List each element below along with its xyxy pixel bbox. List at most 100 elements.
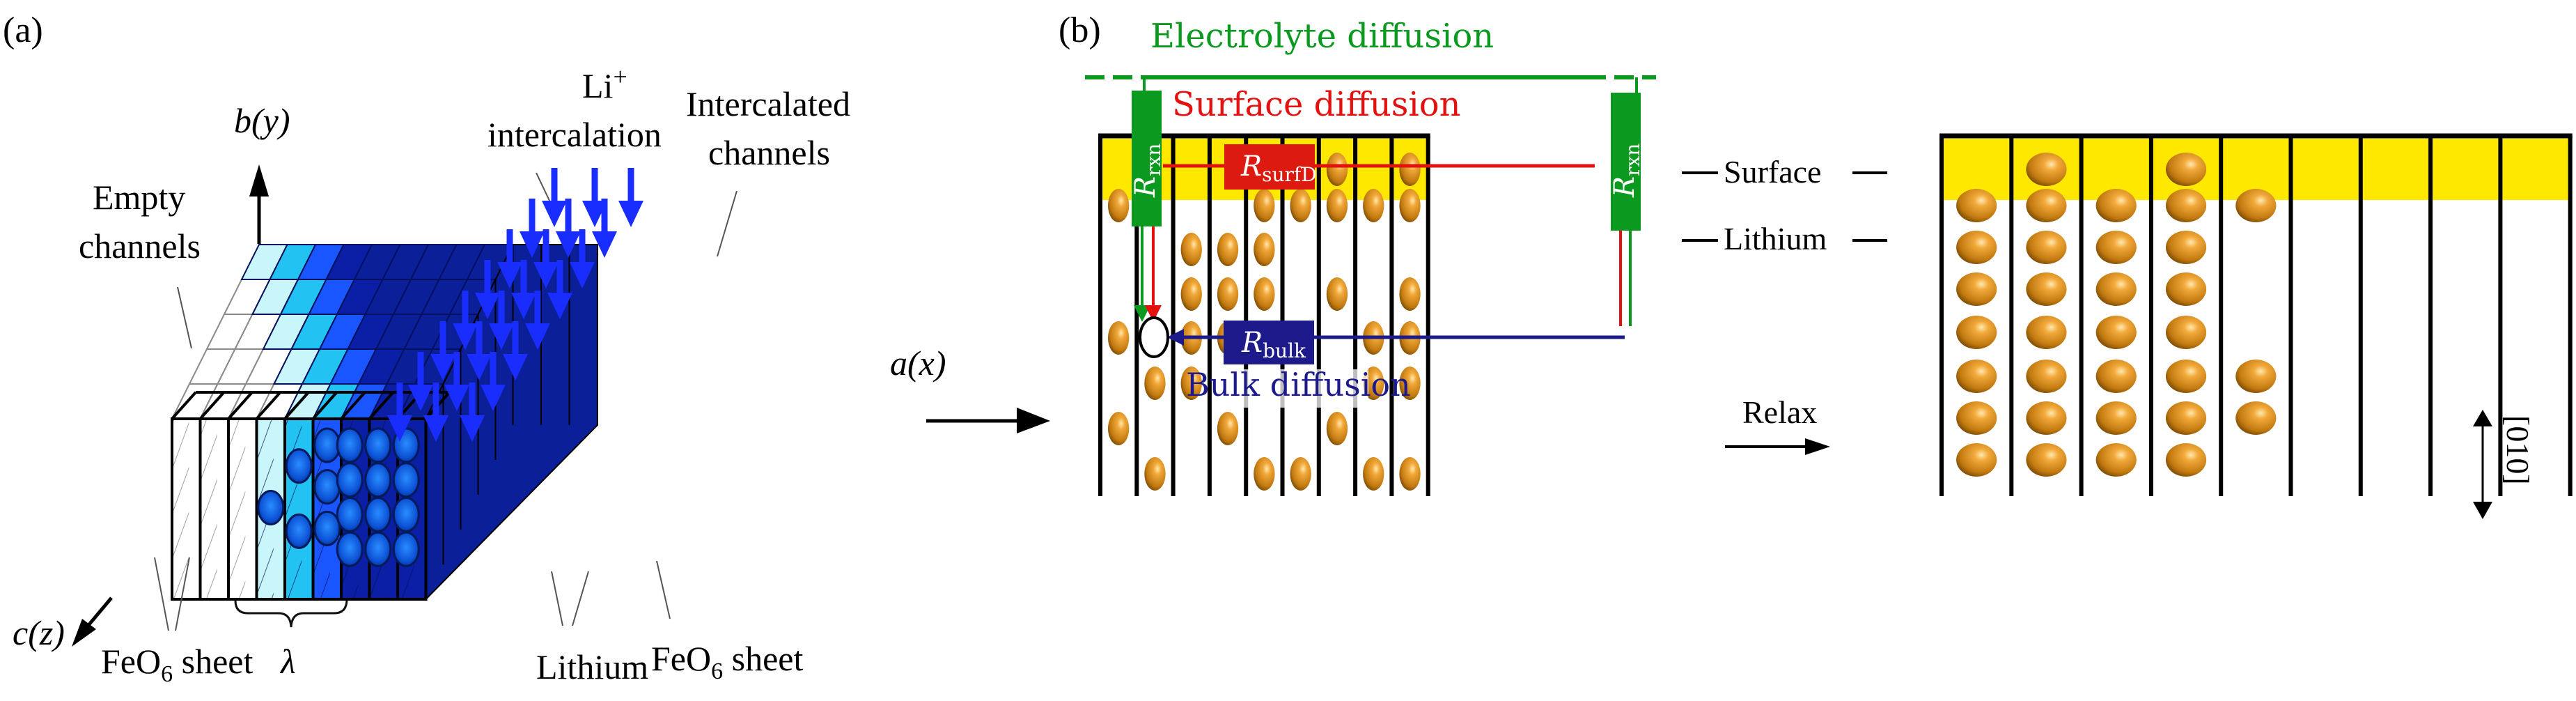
- lithium-sphere: [1107, 189, 1130, 222]
- lithium-sphere: [1956, 401, 1997, 435]
- bulk-label-backdrop: [1222, 369, 1368, 408]
- li-arrow-head-icon: [570, 262, 595, 288]
- li-arrow-head-icon: [497, 262, 522, 288]
- lithium-sphere: [2235, 401, 2277, 435]
- axes: [72, 164, 1050, 647]
- lithium-sphere: [2026, 360, 2067, 393]
- c-axis-arrowhead-icon: [72, 619, 96, 647]
- c-axis-label: c(z): [13, 613, 65, 652]
- lithium-sphere: [1217, 277, 1239, 311]
- lithium-sphere: [1326, 189, 1348, 222]
- lithium-sphere: [1363, 189, 1384, 222]
- surface-label: Surface: [1724, 154, 1821, 190]
- lithium-sphere: [2026, 401, 2067, 435]
- bulk-arrowhead-icon: [1167, 329, 1184, 346]
- lithium-sphere: [2095, 443, 2137, 477]
- lithium-sphere-3d: [285, 513, 313, 549]
- feo6-leader-left-1: [154, 557, 169, 631]
- lithium-sphere: [1326, 412, 1348, 445]
- lithium-sphere: [1217, 233, 1239, 266]
- lithium-sphere: [1107, 321, 1130, 355]
- lithium-sphere-3d: [392, 531, 420, 567]
- li-arrow-head-icon: [460, 415, 485, 442]
- lithium-sphere: [2165, 401, 2207, 435]
- feo6-sheet-label-left: FeO6 sheet: [101, 642, 253, 687]
- lithium-sphere: [2026, 443, 2067, 477]
- lithium-sphere: [1254, 189, 1275, 222]
- li-arrow-head-icon: [542, 201, 567, 227]
- lithium-sphere: [1956, 231, 1997, 264]
- li-arrow-head-icon: [556, 231, 581, 258]
- lithium-sphere: [2026, 231, 2067, 264]
- lithium-sphere: [1956, 360, 1997, 393]
- surface-lithium-sphere: [1326, 153, 1348, 186]
- r-rxn-label-right: Rrxn: [1609, 144, 1644, 198]
- li-arrow-head-icon: [453, 323, 478, 350]
- r-rxn-label-left: Rrxn: [1130, 144, 1165, 198]
- green-arrowhead-icon: [1134, 305, 1150, 322]
- vacancy-site: [1139, 316, 1169, 358]
- surface-lithium-sphere: [2165, 153, 2207, 186]
- panel-a-tag: (a): [3, 10, 43, 50]
- lithium-sphere: [1144, 457, 1166, 491]
- lithium-sphere: [2235, 189, 2277, 222]
- panel-b-tag: (b): [1059, 10, 1101, 50]
- lattice-after-relax: [1939, 133, 2573, 496]
- lithium-sphere: [2026, 272, 2067, 306]
- lithium-sphere-3d: [392, 462, 420, 498]
- intercalated-leader: [717, 190, 737, 257]
- sheet-top-edge: [227, 391, 253, 420]
- lithium-sphere-3d: [285, 448, 313, 484]
- lithium-sphere: [1290, 457, 1311, 491]
- lithium-sphere: [2026, 316, 2067, 349]
- sheet-top-edge: [312, 391, 338, 420]
- r-bulk-label: Rbulk: [1241, 327, 1306, 362]
- lithium-sphere-3d: [392, 496, 420, 532]
- lithium-sphere: [1107, 412, 1130, 445]
- li-arrow-head-icon: [423, 415, 448, 442]
- direction-label: [010]: [2500, 415, 2536, 485]
- r-rxn-box-left: [1132, 91, 1162, 226]
- li-arrow-head-icon: [444, 385, 469, 411]
- li-arrow-head-icon: [582, 201, 607, 227]
- lithium-sphere: [2165, 443, 2207, 477]
- li-arrow-head-icon: [520, 231, 545, 258]
- lithium-sphere: [2165, 189, 2207, 222]
- lithium-sphere-3d: [364, 496, 392, 532]
- li-arrow-head-icon: [547, 293, 572, 319]
- li-arrow-head-icon: [533, 262, 559, 288]
- li-arrow-head-icon: [467, 354, 492, 380]
- lithium-sphere: [2165, 316, 2207, 349]
- li-intercalation-arrows: [387, 168, 643, 442]
- lithium-sphere-3d: [364, 427, 392, 463]
- channel-block-3d: [171, 244, 599, 601]
- lithium-label-b: Lithium: [1724, 221, 1827, 256]
- surface-lithium-sphere: [2026, 153, 2067, 186]
- lambda-brace: [234, 600, 348, 628]
- red-arrowhead-icon: [1145, 305, 1162, 322]
- lithium-sphere: [1956, 189, 1997, 222]
- li-ion-label: Li+: [582, 63, 627, 105]
- li-arrow-head-icon: [618, 201, 643, 227]
- lithium-sphere: [1180, 367, 1202, 400]
- lithium-sphere: [2165, 360, 2207, 393]
- lithium-sphere: [1399, 457, 1421, 491]
- empty-channels-label-1: Empty: [93, 178, 185, 217]
- lithium-sphere: [1290, 189, 1311, 222]
- li-arrow-head-icon: [430, 354, 455, 380]
- intercalation-label: intercalation: [487, 115, 662, 154]
- lithium-sphere-3d: [313, 427, 341, 463]
- lithium-sphere: [2095, 272, 2137, 306]
- li-arrow-head-icon: [525, 323, 550, 350]
- empty-channels-label-2: channels: [79, 226, 201, 265]
- feo6-hatch: [173, 420, 189, 598]
- feo6-sheet-label-right: FeO6 sheet: [651, 639, 803, 684]
- lithium-sphere: [1254, 457, 1275, 491]
- panel-b: (b) Electrolyte diffusion Surface diffus…: [1059, 10, 2573, 519]
- sheet-top-edge: [256, 391, 281, 420]
- lithium-sphere: [1254, 233, 1275, 266]
- r-bulk-box: [1224, 321, 1314, 364]
- feo6-leader-left-2: [175, 557, 190, 631]
- lithium-sphere-3d: [257, 490, 285, 525]
